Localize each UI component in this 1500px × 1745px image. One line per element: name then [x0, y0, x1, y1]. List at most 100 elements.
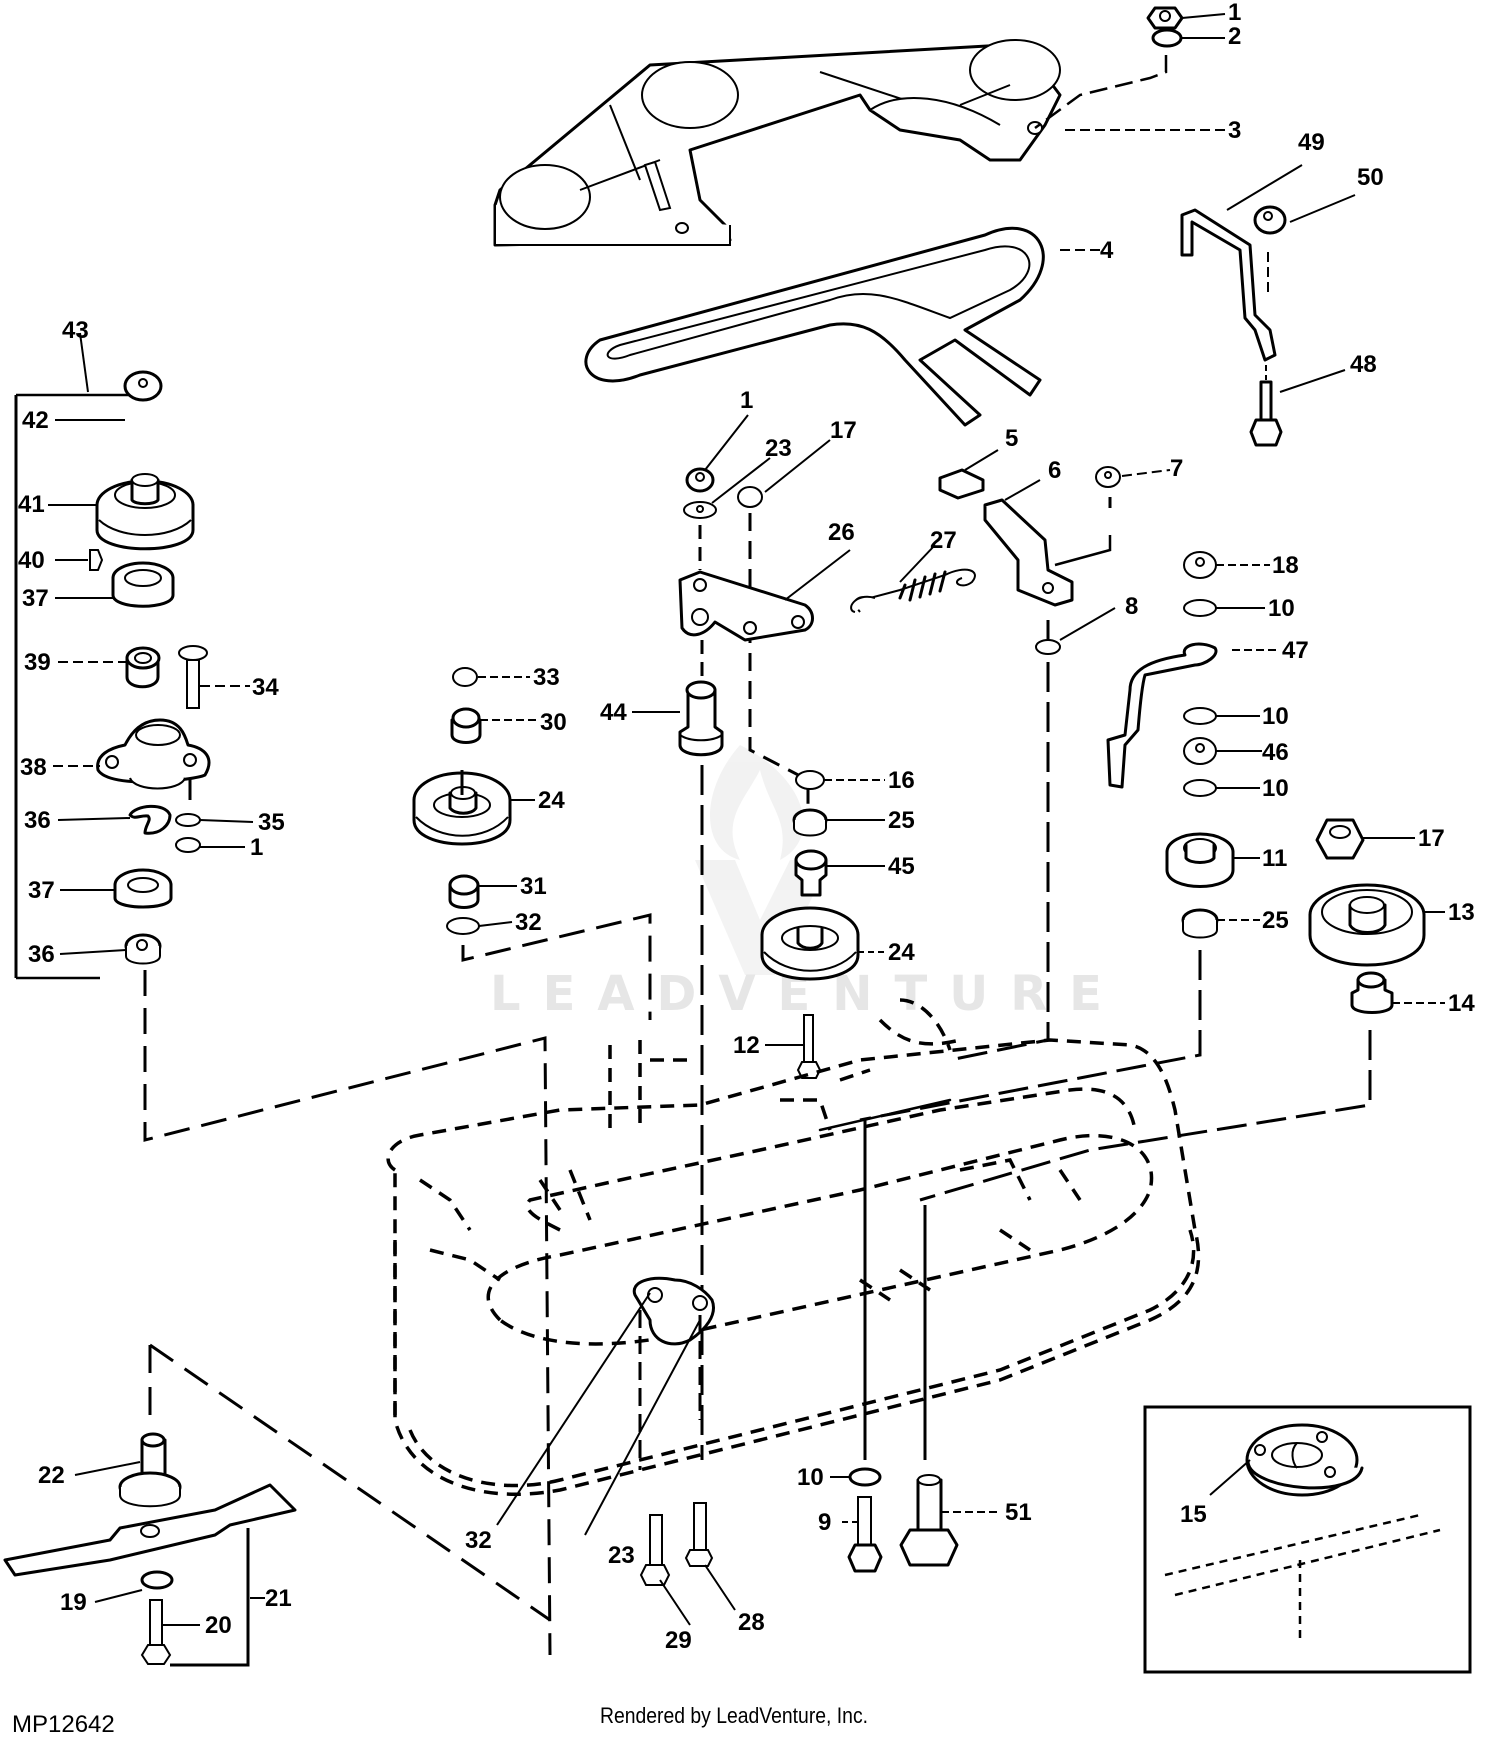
callout-38: 38 — [20, 754, 47, 781]
callout-50: 50 — [1357, 164, 1384, 191]
bushing-31 — [448, 874, 480, 909]
callout-47: 47 — [1282, 637, 1309, 664]
callout-29: 29 — [665, 1627, 692, 1654]
callout-13: 13 — [1448, 899, 1475, 926]
callout-37-top: 37 — [22, 585, 49, 612]
callout-2: 2 — [1228, 23, 1241, 50]
callout-28: 28 — [738, 1609, 765, 1636]
callout-8: 8 — [1125, 593, 1138, 620]
spacer-36-bottom — [124, 933, 162, 965]
callout-5: 5 — [1005, 425, 1018, 452]
pulley-13 — [1308, 883, 1426, 967]
blade-adapter-15 — [1245, 1423, 1364, 1497]
callout-leaders — [48, 13, 1445, 1626]
callout-32-left: 32 — [515, 909, 542, 936]
bolt-12 — [796, 1014, 822, 1079]
callout-1-center: 1 — [740, 387, 753, 414]
spindle-plate-deck — [632, 1276, 715, 1346]
mower-deck-housing — [386, 998, 1201, 1496]
callout-49: 49 — [1298, 129, 1325, 156]
arm-47 — [1106, 642, 1218, 789]
nut-18 — [1183, 551, 1217, 579]
callout-25-center: 25 — [888, 807, 915, 834]
bolt-9 — [847, 1496, 883, 1573]
washer-2 — [1151, 28, 1183, 48]
callout-48: 48 — [1350, 351, 1377, 378]
idler-pulley-11 — [1165, 832, 1235, 888]
washer-16 — [795, 770, 825, 790]
nut-7 — [1095, 466, 1121, 488]
callout-36-top: 36 — [24, 807, 51, 834]
spindle-shaft-44 — [678, 680, 724, 757]
nut-1-top — [1146, 6, 1184, 30]
washer-10-a — [1183, 599, 1217, 617]
bolt-28 — [684, 1502, 714, 1567]
callout-17-top: 17 — [830, 417, 857, 444]
bolt-17-top — [737, 486, 763, 508]
callout-31: 31 — [520, 873, 547, 900]
callout-27: 27 — [930, 527, 957, 554]
callout-10-bottom: 10 — [797, 1464, 824, 1491]
callout-33: 33 — [533, 664, 560, 691]
callout-42: 42 — [22, 407, 49, 434]
callout-39: 39 — [24, 649, 51, 676]
callout-44: 44 — [600, 699, 627, 726]
callout-12: 12 — [733, 1032, 760, 1059]
nut-1-center — [685, 467, 715, 493]
callout-43: 43 — [62, 317, 89, 344]
spindle-cap-14 — [1350, 971, 1394, 1014]
callout-40: 40 — [18, 547, 45, 574]
bolt-34 — [178, 645, 208, 709]
figure-id: MP12642 — [12, 1711, 115, 1738]
callout-24-left: 24 — [538, 787, 565, 814]
bearing-37-top — [111, 561, 175, 608]
callout-4: 4 — [1100, 237, 1114, 264]
spring-27 — [850, 568, 976, 613]
washer-32-left — [446, 917, 480, 935]
callout-23-bottom: 23 — [608, 1542, 635, 1569]
rod-49 — [1180, 208, 1277, 362]
callout-34: 34 — [252, 674, 279, 701]
callout-9: 9 — [818, 1509, 831, 1536]
pulley-41 — [95, 473, 195, 551]
nut-46 — [1183, 737, 1217, 765]
spindle-22 — [118, 1432, 182, 1508]
bolt-51 — [899, 1474, 959, 1567]
callout-51: 51 — [1005, 1499, 1032, 1526]
nut-33 — [452, 667, 478, 687]
belt-cover-plate — [493, 39, 1062, 247]
bolt-20 — [140, 1599, 172, 1665]
nut-50 — [1253, 205, 1287, 235]
lever-6 — [983, 498, 1074, 607]
callout-23-top: 23 — [765, 435, 792, 462]
key-40 — [89, 549, 104, 571]
callout-35: 35 — [258, 809, 285, 836]
washer-10-bottom — [848, 1467, 882, 1487]
watermark-logo — [695, 745, 830, 975]
callout-22: 22 — [38, 1462, 65, 1489]
callout-26: 26 — [828, 519, 855, 546]
block-5 — [938, 468, 985, 500]
bearing-37-bottom — [113, 868, 173, 909]
callout-18: 18 — [1272, 552, 1299, 579]
callout-16: 16 — [888, 767, 915, 794]
bracket-26 — [678, 570, 814, 642]
render-credit: Rendered by LeadVenture, Inc. — [600, 1703, 869, 1728]
spacer-25-center — [792, 808, 828, 837]
callout-30: 30 — [540, 709, 567, 736]
callout-11: 11 — [1262, 845, 1287, 872]
callout-1-left: 1 — [250, 834, 263, 861]
washer-35 — [175, 813, 201, 827]
callout-20: 20 — [205, 1612, 232, 1639]
pulley-24-left — [412, 770, 512, 846]
nut-42 — [123, 370, 163, 402]
callout-labels: 1 2 3 4 49 50 48 43 42 41 40 37 39 34 38… — [18, 0, 1475, 1654]
v-belt — [584, 226, 1045, 427]
nut-1-left — [175, 837, 201, 853]
callout-1-top: 1 — [1228, 0, 1241, 26]
bearing-housing-38 — [96, 718, 211, 790]
blade-21 — [3, 1483, 297, 1577]
bolt-29 — [639, 1514, 671, 1586]
pulley-24-center — [760, 906, 860, 981]
callout-46: 46 — [1262, 739, 1289, 766]
